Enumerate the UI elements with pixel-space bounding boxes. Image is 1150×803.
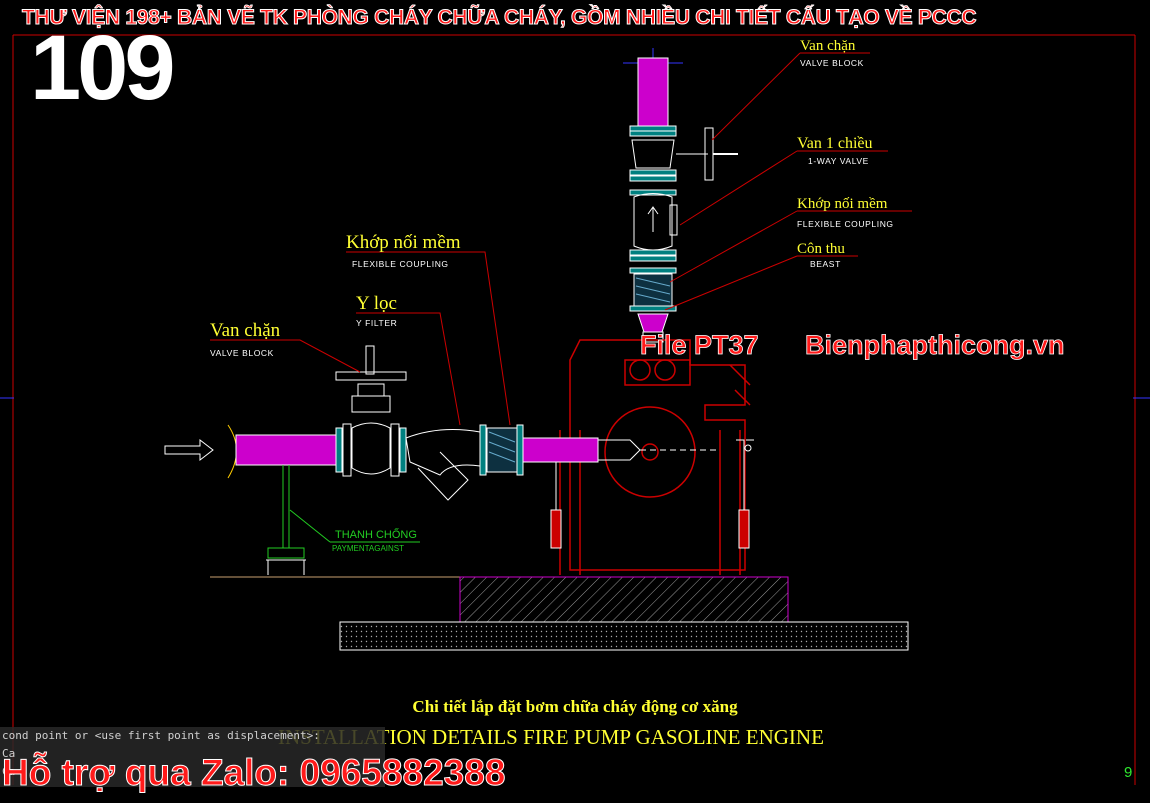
flow-arrow <box>164 438 214 462</box>
pipe-support <box>266 465 306 575</box>
label-support-en: PAYMENTAGAINST <box>332 544 404 553</box>
label-mid-coupling-en: FLEXIBLE COUPLING <box>352 259 449 269</box>
discharge-pipe-assembly <box>623 48 738 343</box>
label-check-valve-en: 1-WAY VALVE <box>808 156 869 166</box>
label-filter: Y lọc <box>356 293 397 314</box>
drawing-title-vi: Chi tiết lắp đặt bơm chữa cháy động cơ x… <box>412 697 738 716</box>
label-filter-en: Y FILTER <box>356 318 397 328</box>
drawing-frame <box>12 34 1136 785</box>
page-number: 9 <box>1124 764 1133 781</box>
label-left-valve-en: VALVE BLOCK <box>210 348 274 358</box>
label-top-coupling-en: FLEXIBLE COUPLING <box>797 219 894 229</box>
label-top-valve-en: VALVE BLOCK <box>800 58 864 68</box>
zalo-support-watermark: Hỗ trợ qua Zalo: 0965882388 <box>1 752 506 794</box>
library-banner: THƯ VIỆN 198+ BẢN VẼ TK PHÒNG CHÁY CHỮA … <box>21 6 977 30</box>
label-check-valve: Van 1 chiều <box>797 135 873 152</box>
label-reducer: Côn thu <box>797 241 845 257</box>
concrete-plinth <box>459 576 789 623</box>
label-mid-coupling: Khớp nối mềm <box>346 232 461 253</box>
command-line-row: cond point or <use first point as displa… <box>2 729 320 742</box>
label-top-valve: Van chặn <box>800 38 856 54</box>
label-top-coupling: Khớp nối mềm <box>797 196 888 212</box>
leader-lines <box>210 52 912 543</box>
command-line-row: Ca <box>2 747 16 760</box>
label-left-valve: Van chặn <box>210 320 281 341</box>
label-support: THANH CHỐNG <box>335 527 417 541</box>
suction-pipe-assembly <box>164 345 720 501</box>
base-slab <box>339 621 909 651</box>
command-line-panel[interactable]: cond point or <use first point as displa… <box>0 727 385 787</box>
command-line-row: Ca <box>2 765 16 778</box>
file-watermark: File PT37 <box>640 330 759 361</box>
pump-mount-left <box>550 509 562 549</box>
pump-mount-right <box>738 509 750 549</box>
drawing-number: 109 <box>30 17 175 119</box>
site-watermark: Bienphapthicong.vn <box>805 330 1065 361</box>
label-reducer-en: BEAST <box>810 259 841 269</box>
